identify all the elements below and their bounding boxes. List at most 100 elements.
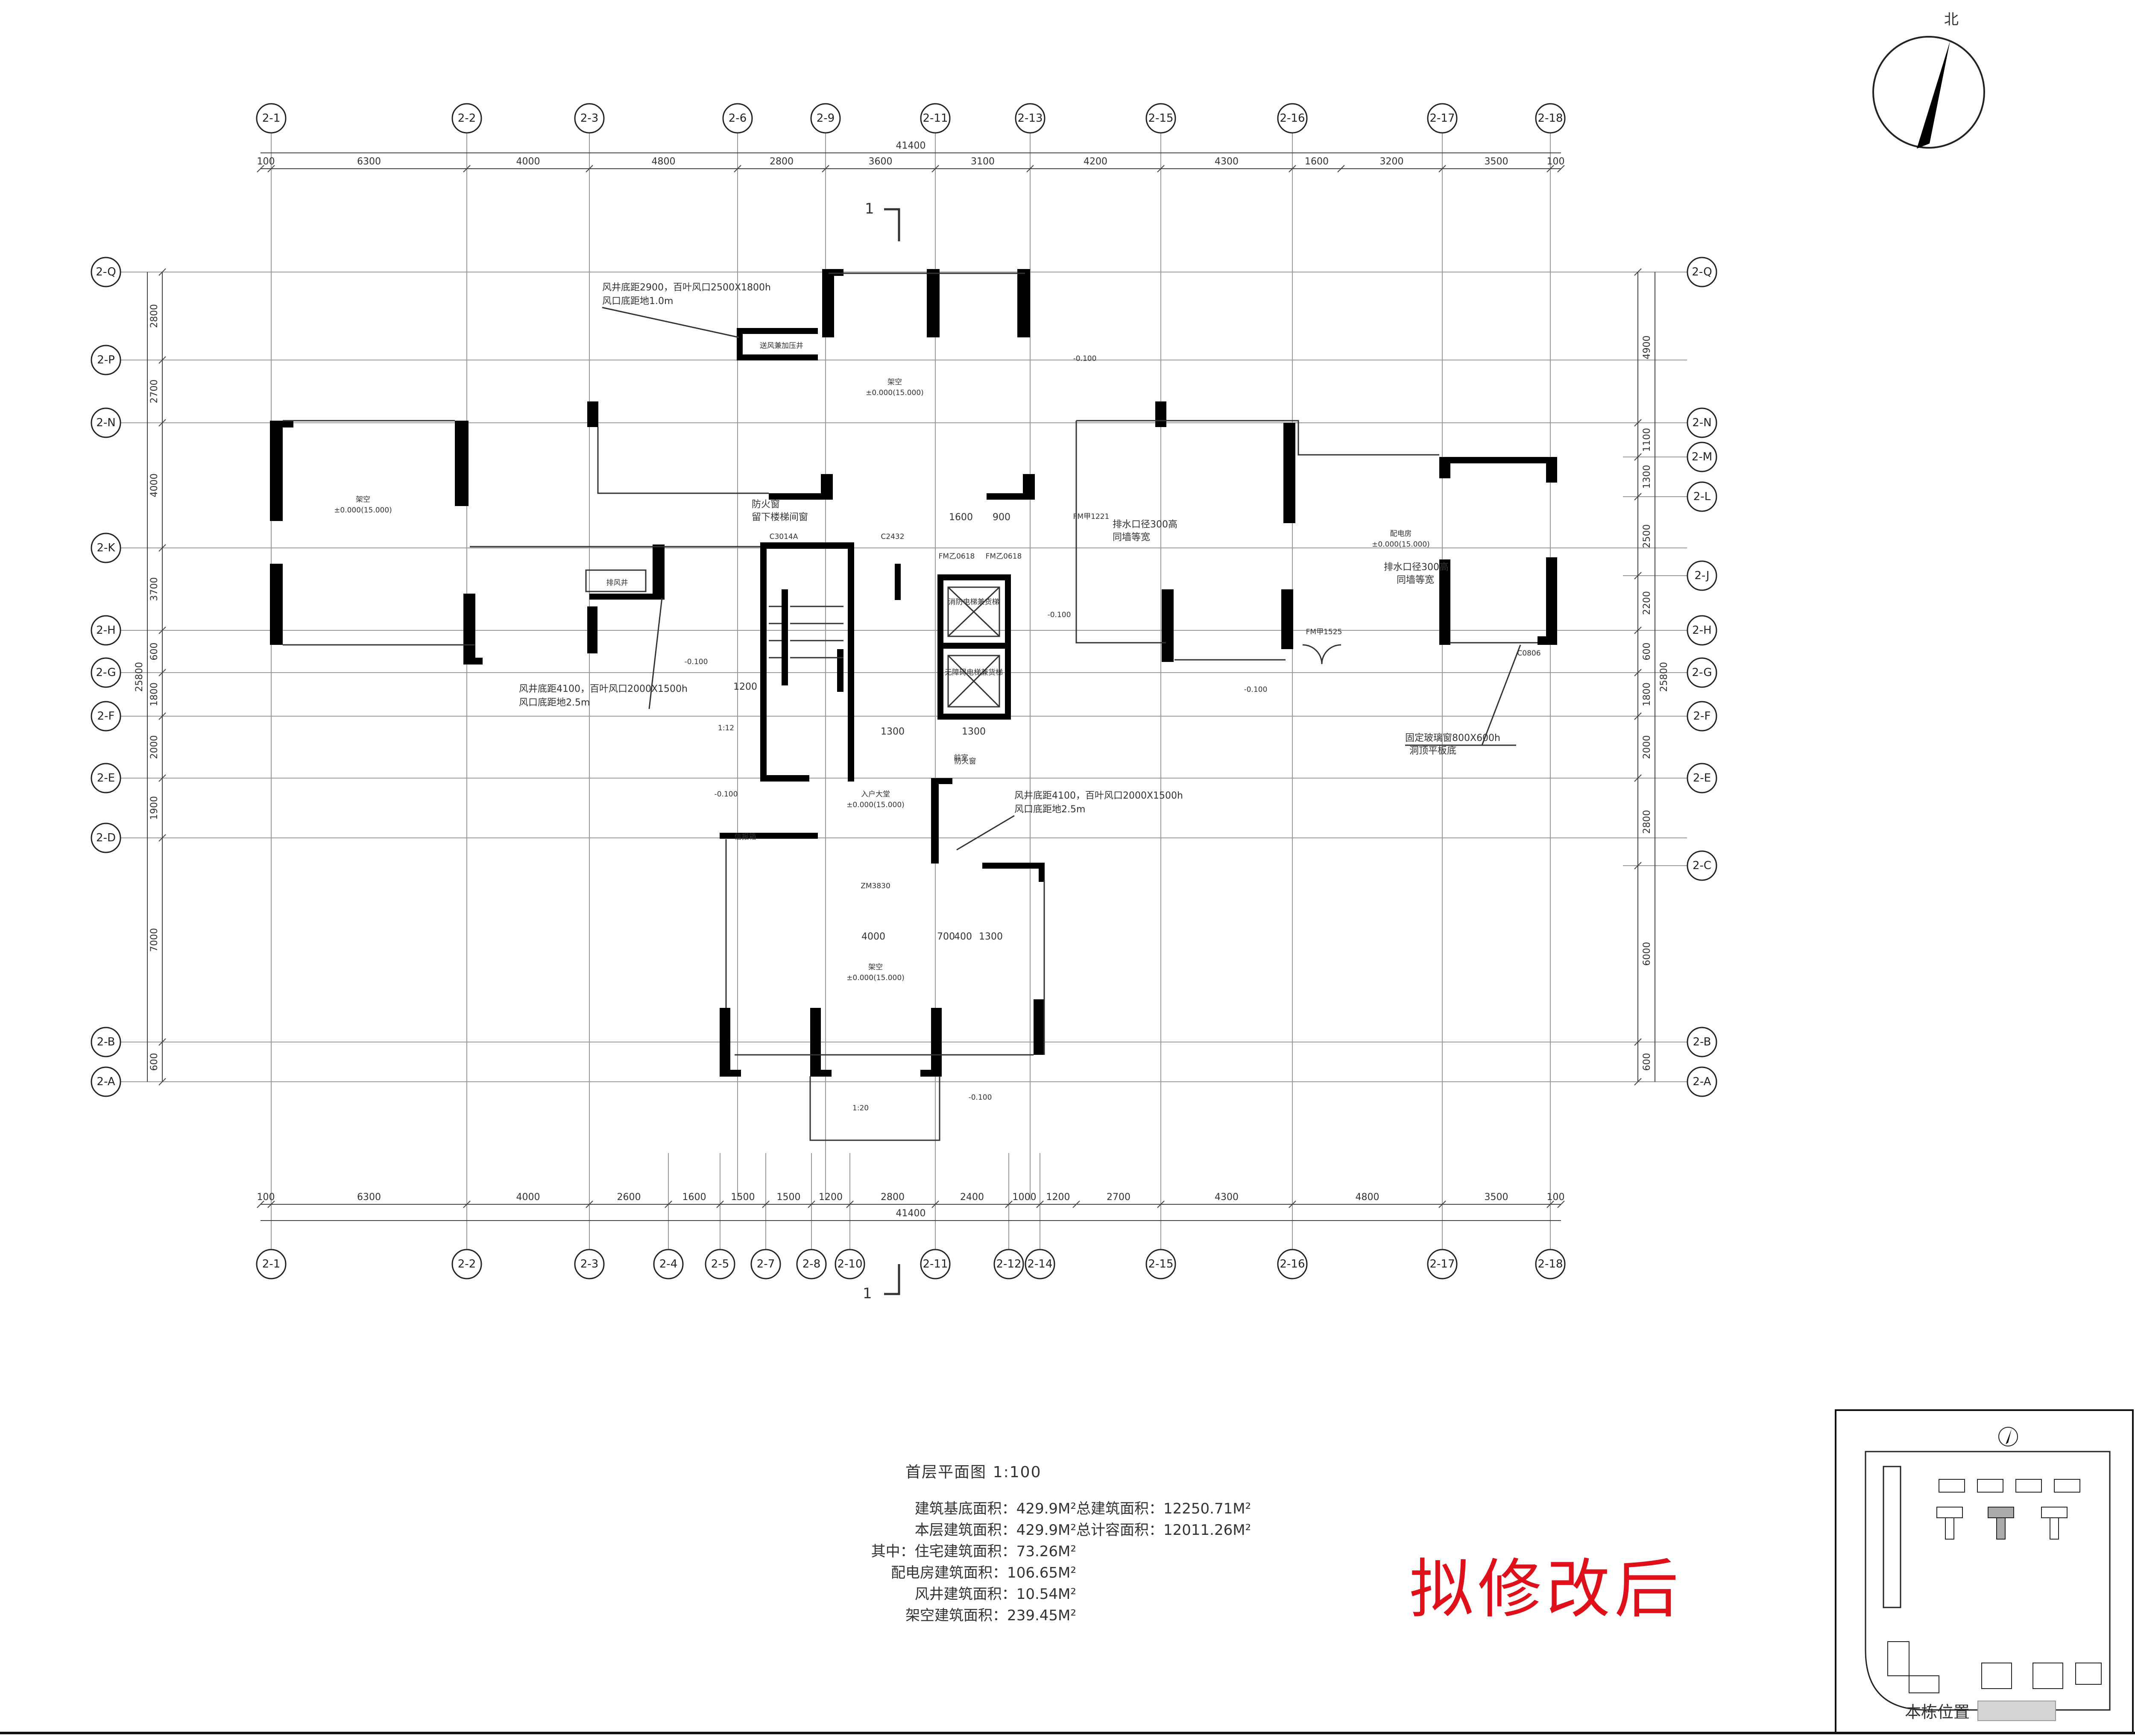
wall [737,328,818,334]
axis-bubble: 2-F [91,701,121,732]
dimension-text: 3500 [1485,1192,1508,1203]
dimension-tick [762,1200,770,1208]
note: 排水口径300高 [1384,562,1449,573]
area-row: 建筑基底面积：429.9M² [914,1500,1076,1517]
level-mark: -0.100 [1073,354,1097,363]
wall [937,643,1011,649]
dimension-tick [158,268,166,276]
dimension-tick [1289,1200,1296,1208]
dimension-tick [1634,268,1642,276]
area-row: 风井建筑面积：10.54M² [914,1586,1076,1603]
annotations: 风井底距2900，百叶风口2500X1800h 风口底距地1.0m 风井底距41… [519,282,1521,851]
axis-bubble: 2-3 [574,103,605,134]
dimension-text: 100 [1547,156,1565,167]
leader-line [648,597,663,709]
axis-bubble: 2-8 [796,1249,827,1279]
dimension-tick [1157,165,1165,173]
dimension-text: 1200 [1046,1192,1070,1203]
dimension-tick [1438,165,1446,173]
wall [1283,423,1295,523]
area-row: 配电房建筑面积：106.65M² [891,1564,1076,1581]
wall [1546,457,1557,483]
svg-text:2-11: 2-11 [923,1258,948,1271]
svg-text:2-15: 2-15 [1148,1258,1173,1271]
axis-bubble: 2-2 [451,1249,482,1279]
svg-text:2-14: 2-14 [1027,1258,1052,1271]
axis-bubble: 2-A [91,1066,121,1097]
wall [920,1070,942,1077]
dimension-text: 1500 [777,1192,801,1203]
area-list-right: 总建筑面积：12250.71M² 总计容面积：12011.26M² [1076,1498,1290,1541]
dimension-text: 2700 [1107,1192,1130,1203]
tag: FM甲1221 [1073,512,1110,521]
dimension-text: 2800 [149,304,160,328]
svg-text:2-N: 2-N [96,416,115,429]
axis-bubble: 2-16 [1277,103,1308,134]
svg-text:2-K: 2-K [97,542,116,554]
dimension-tick [1026,165,1034,173]
wall [587,401,598,427]
svg-text:2-1: 2-1 [262,1258,280,1271]
dimension-tick [822,165,829,173]
axis-bubble: 2-N [1687,407,1717,438]
svg-text:2-7: 2-7 [757,1258,775,1271]
wall [927,269,940,337]
dimension-text: 2800 [881,1192,905,1203]
leader-line [956,815,1015,851]
wall [1155,401,1166,427]
axis-bubble: 2-F [1687,701,1717,732]
elevator-car-2 [947,655,1000,708]
svg-text:2-1: 2-1 [262,112,280,125]
svg-text:2-10: 2-10 [837,1258,862,1271]
svg-text:2-18: 2-18 [1538,1258,1563,1271]
door-swing [1321,644,1341,665]
wall [760,775,809,782]
wall [463,594,475,664]
tag: 1:20 [852,1104,869,1112]
note: 风井底距4100，百叶风口2000X1500h [1014,790,1183,801]
room-level: ±0.000(15.000) [1372,540,1430,549]
axis-bubble: 2-N [91,407,121,438]
note: 同墙等宽 [1397,575,1434,585]
level-mark: -0.100 [1048,611,1071,619]
dimension-text: 2800 [770,156,794,167]
svg-text:2-16: 2-16 [1280,1258,1305,1271]
tag: 防火窗 [955,757,976,766]
axis-bubble: 2-Q [91,257,121,287]
svg-text:2-8: 2-8 [802,1258,820,1271]
elevator-car-1 [947,586,1000,637]
dimension-tick [1634,419,1642,427]
axis-bubble: 2-L [1687,481,1717,512]
dimension-tick [158,356,166,364]
dimension-tick [1005,1200,1013,1208]
axis-bubble: 2-15 [1145,103,1176,134]
walls [270,269,1557,1077]
title-scale: 1:100 [993,1464,1042,1481]
dimension-tick [1337,165,1345,173]
revision-stamp: 拟修改后 [1409,1552,1683,1627]
svg-text:2-13: 2-13 [1017,112,1043,125]
section-label: 1 [865,200,874,217]
wall [720,833,818,839]
level-mark: -0.100 [1244,685,1268,694]
svg-text:2-11: 2-11 [923,112,948,125]
room-name: 消防电梯兼货梯 [949,598,999,606]
svg-text:2-A: 2-A [1693,1075,1711,1088]
tag: FM乙0618 [939,552,975,561]
wall [1281,589,1293,649]
dimension-text: 600 [1642,1053,1652,1071]
dimension-text: 2200 [1642,591,1652,615]
svg-text:2-J: 2-J [1694,569,1709,582]
wall [720,1070,741,1077]
level-mark: -0.100 [969,1093,992,1102]
axis-bubble: 2-11 [920,1249,951,1279]
room-name: 送风兼加压井 [760,342,803,350]
dimension-text: 100 [1547,1192,1565,1203]
axis-bubble: 2-13 [1015,103,1046,134]
room-name: 架空 [887,378,902,386]
dimension-tick [1157,1200,1165,1208]
axis-bubble: 2-6 [722,103,753,134]
room-name: 配电房 [1390,530,1412,538]
axis-bubble: 2-17 [1427,1249,1458,1279]
svg-text:2-B: 2-B [1693,1036,1711,1048]
